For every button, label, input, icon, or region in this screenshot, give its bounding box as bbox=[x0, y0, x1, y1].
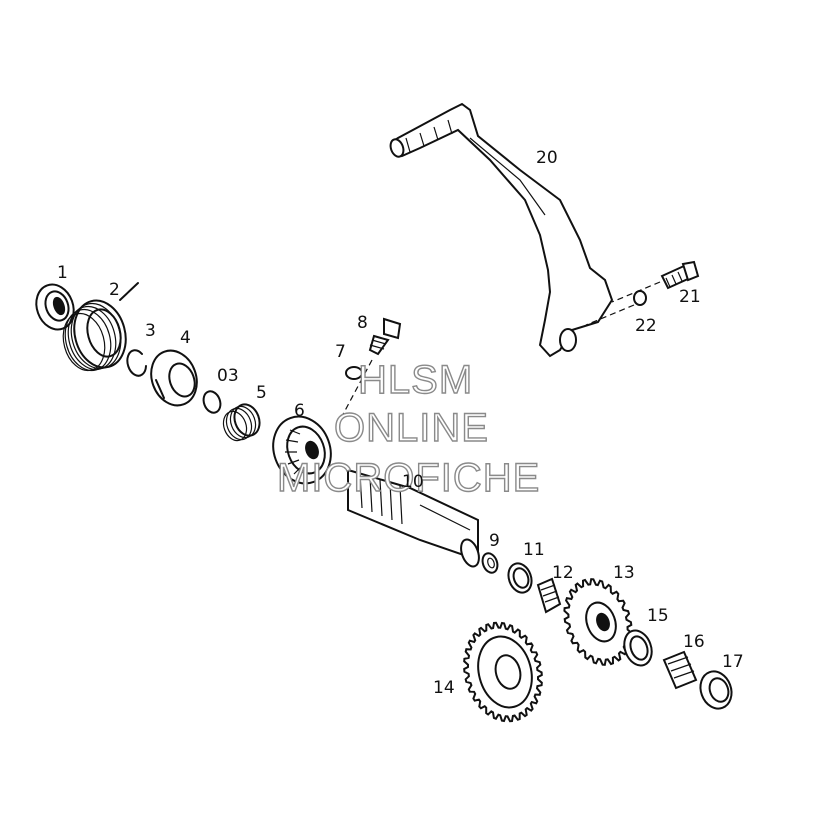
label-2: 2 bbox=[109, 280, 120, 300]
label-1: 1 bbox=[57, 263, 68, 283]
label-4: 4 bbox=[180, 328, 191, 348]
leader-7-8 bbox=[339, 359, 373, 421]
label-7: 7 bbox=[335, 342, 346, 362]
part-5-spring bbox=[222, 403, 261, 442]
label-8: 8 bbox=[357, 313, 368, 333]
label-6: 6 bbox=[294, 401, 305, 421]
part-15-washer bbox=[623, 629, 653, 667]
part-03-ring bbox=[202, 390, 222, 414]
label-13: 13 bbox=[613, 563, 635, 583]
part-7-washer bbox=[345, 366, 363, 380]
part-9-ring bbox=[481, 552, 499, 574]
watermark-line-3: MICROFICHE bbox=[277, 456, 540, 500]
part-20-kick-lever bbox=[389, 102, 614, 358]
part-3-circlip bbox=[126, 349, 147, 377]
part-21-bolt bbox=[660, 260, 700, 290]
part-labels: 1 2 3 4 03 5 6 7 8 10 9 11 12 13 15 16 1… bbox=[57, 148, 744, 698]
label-9: 9 bbox=[489, 531, 500, 551]
watermark: HLSM ONLINE MICROFICHE bbox=[276, 357, 540, 500]
part-12-bearing bbox=[536, 577, 562, 614]
label-22: 22 bbox=[635, 316, 657, 336]
label-17: 17 bbox=[722, 652, 744, 672]
part-22-washer bbox=[633, 290, 647, 306]
label-21: 21 bbox=[679, 287, 701, 307]
part-6-ratchet bbox=[272, 415, 332, 485]
part-17-ring bbox=[699, 670, 733, 710]
label-16: 16 bbox=[683, 632, 705, 652]
part-14-gear bbox=[463, 621, 543, 723]
label-15: 15 bbox=[647, 606, 669, 626]
part-11-washer bbox=[507, 562, 533, 594]
part-10-shaft bbox=[347, 468, 480, 568]
label-5: 5 bbox=[256, 383, 267, 403]
part-16-bearing bbox=[662, 650, 698, 690]
part-13-gear bbox=[563, 578, 633, 666]
label-12: 12 bbox=[552, 563, 574, 583]
part-2-spring bbox=[62, 282, 139, 372]
watermark-line-1: HLSM bbox=[358, 358, 473, 402]
label-10: 10 bbox=[402, 472, 424, 492]
label-20: 20 bbox=[536, 148, 558, 168]
label-14: 14 bbox=[433, 678, 455, 698]
leader-bolt bbox=[585, 281, 661, 326]
watermark-line-2: ONLINE bbox=[334, 406, 489, 450]
part-8-screw bbox=[368, 317, 402, 356]
part-4-washer bbox=[150, 349, 198, 407]
label-11: 11 bbox=[523, 540, 545, 560]
label-3: 3 bbox=[145, 321, 156, 341]
part-1-bearing-ring bbox=[35, 283, 75, 331]
label-03: 03 bbox=[217, 366, 239, 386]
